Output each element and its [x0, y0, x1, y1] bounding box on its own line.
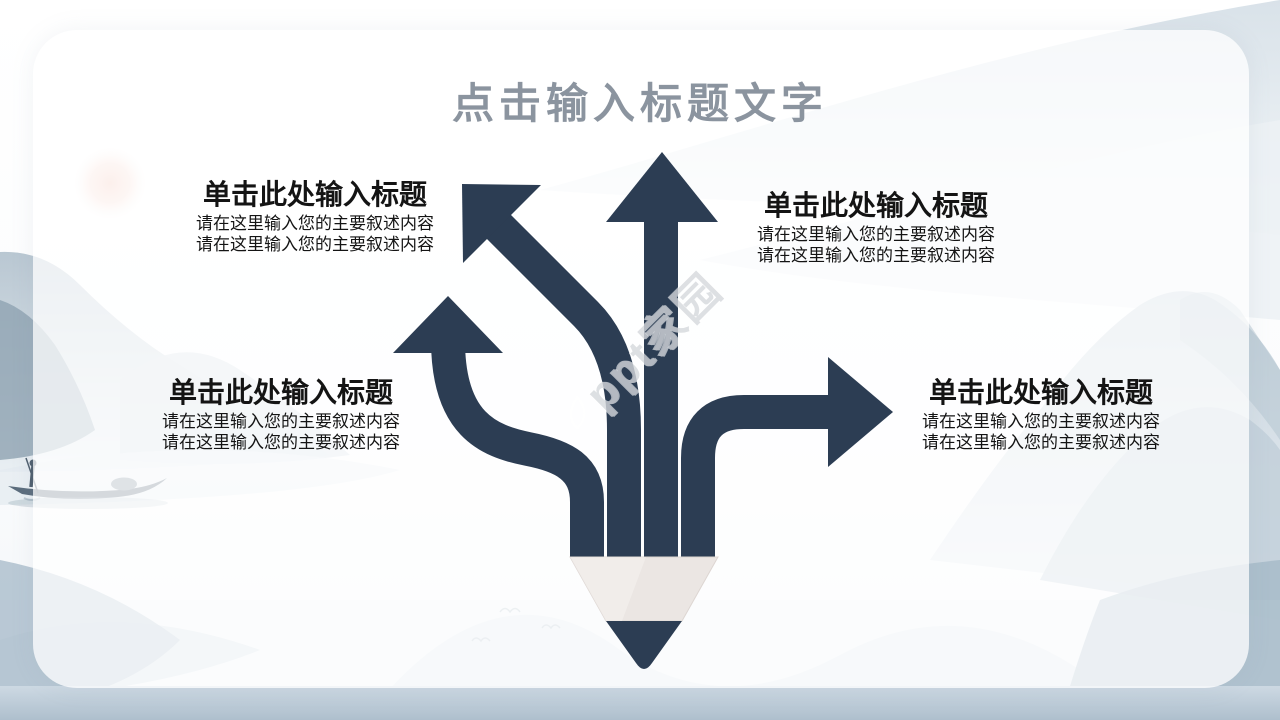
- pencil-lead: [606, 621, 682, 669]
- placeholder-body-line: 请在这里输入您的主要叙述内容: [922, 412, 1160, 431]
- right-arrowhead: [828, 357, 893, 467]
- right-arrow-shaft: [681, 395, 838, 557]
- diagonal-arrowhead: [462, 184, 541, 263]
- placeholder-title: 单击此处输入标题: [763, 190, 988, 221]
- left-up-arrowhead: [393, 296, 503, 353]
- text-placeholder-top-right[interactable]: 单击此处输入标题 请在这里输入您的主要叙述内容 请在这里输入您的主要叙述内容: [755, 191, 997, 266]
- placeholder-title: 单击此处输入标题: [168, 377, 393, 408]
- arrow-shafts: [431, 207, 838, 557]
- diagonal-arrow-shaft: [479, 207, 641, 557]
- placeholder-body-line: 请在这里输入您的主要叙述内容: [162, 433, 400, 452]
- placeholder-body-line: 请在这里输入您的主要叙述内容: [196, 214, 434, 233]
- text-placeholder-middle-left[interactable]: 单击此处输入标题 请在这里输入您的主要叙述内容 请在这里输入您的主要叙述内容: [160, 378, 402, 453]
- placeholder-body-line: 请在这里输入您的主要叙述内容: [922, 433, 1160, 452]
- placeholder-title: 单击此处输入标题: [202, 179, 427, 210]
- placeholder-body-line: 请在这里输入您的主要叙述内容: [757, 225, 995, 244]
- center-up-arrowhead: [606, 152, 718, 222]
- pencil-wood-highlight: [570, 557, 646, 621]
- placeholder-body-line: 请在这里输入您的主要叙述内容: [196, 235, 434, 254]
- placeholder-body-line: 请在这里输入您的主要叙述内容: [757, 246, 995, 265]
- left-curve-arrow-shaft: [431, 339, 604, 557]
- text-placeholder-top-left[interactable]: 单击此处输入标题 请在这里输入您的主要叙述内容 请在这里输入您的主要叙述内容: [194, 180, 436, 255]
- placeholder-title: 单击此处输入标题: [928, 377, 1153, 408]
- arrow-heads: [393, 152, 893, 467]
- slide-title-placeholder[interactable]: 点击输入标题文字: [451, 80, 828, 127]
- placeholder-body-line: 请在这里输入您的主要叙述内容: [162, 412, 400, 431]
- pencil-tip: [569, 556, 719, 669]
- text-placeholder-middle-right[interactable]: 单击此处输入标题 请在这里输入您的主要叙述内容 请在这里输入您的主要叙述内容: [920, 378, 1162, 453]
